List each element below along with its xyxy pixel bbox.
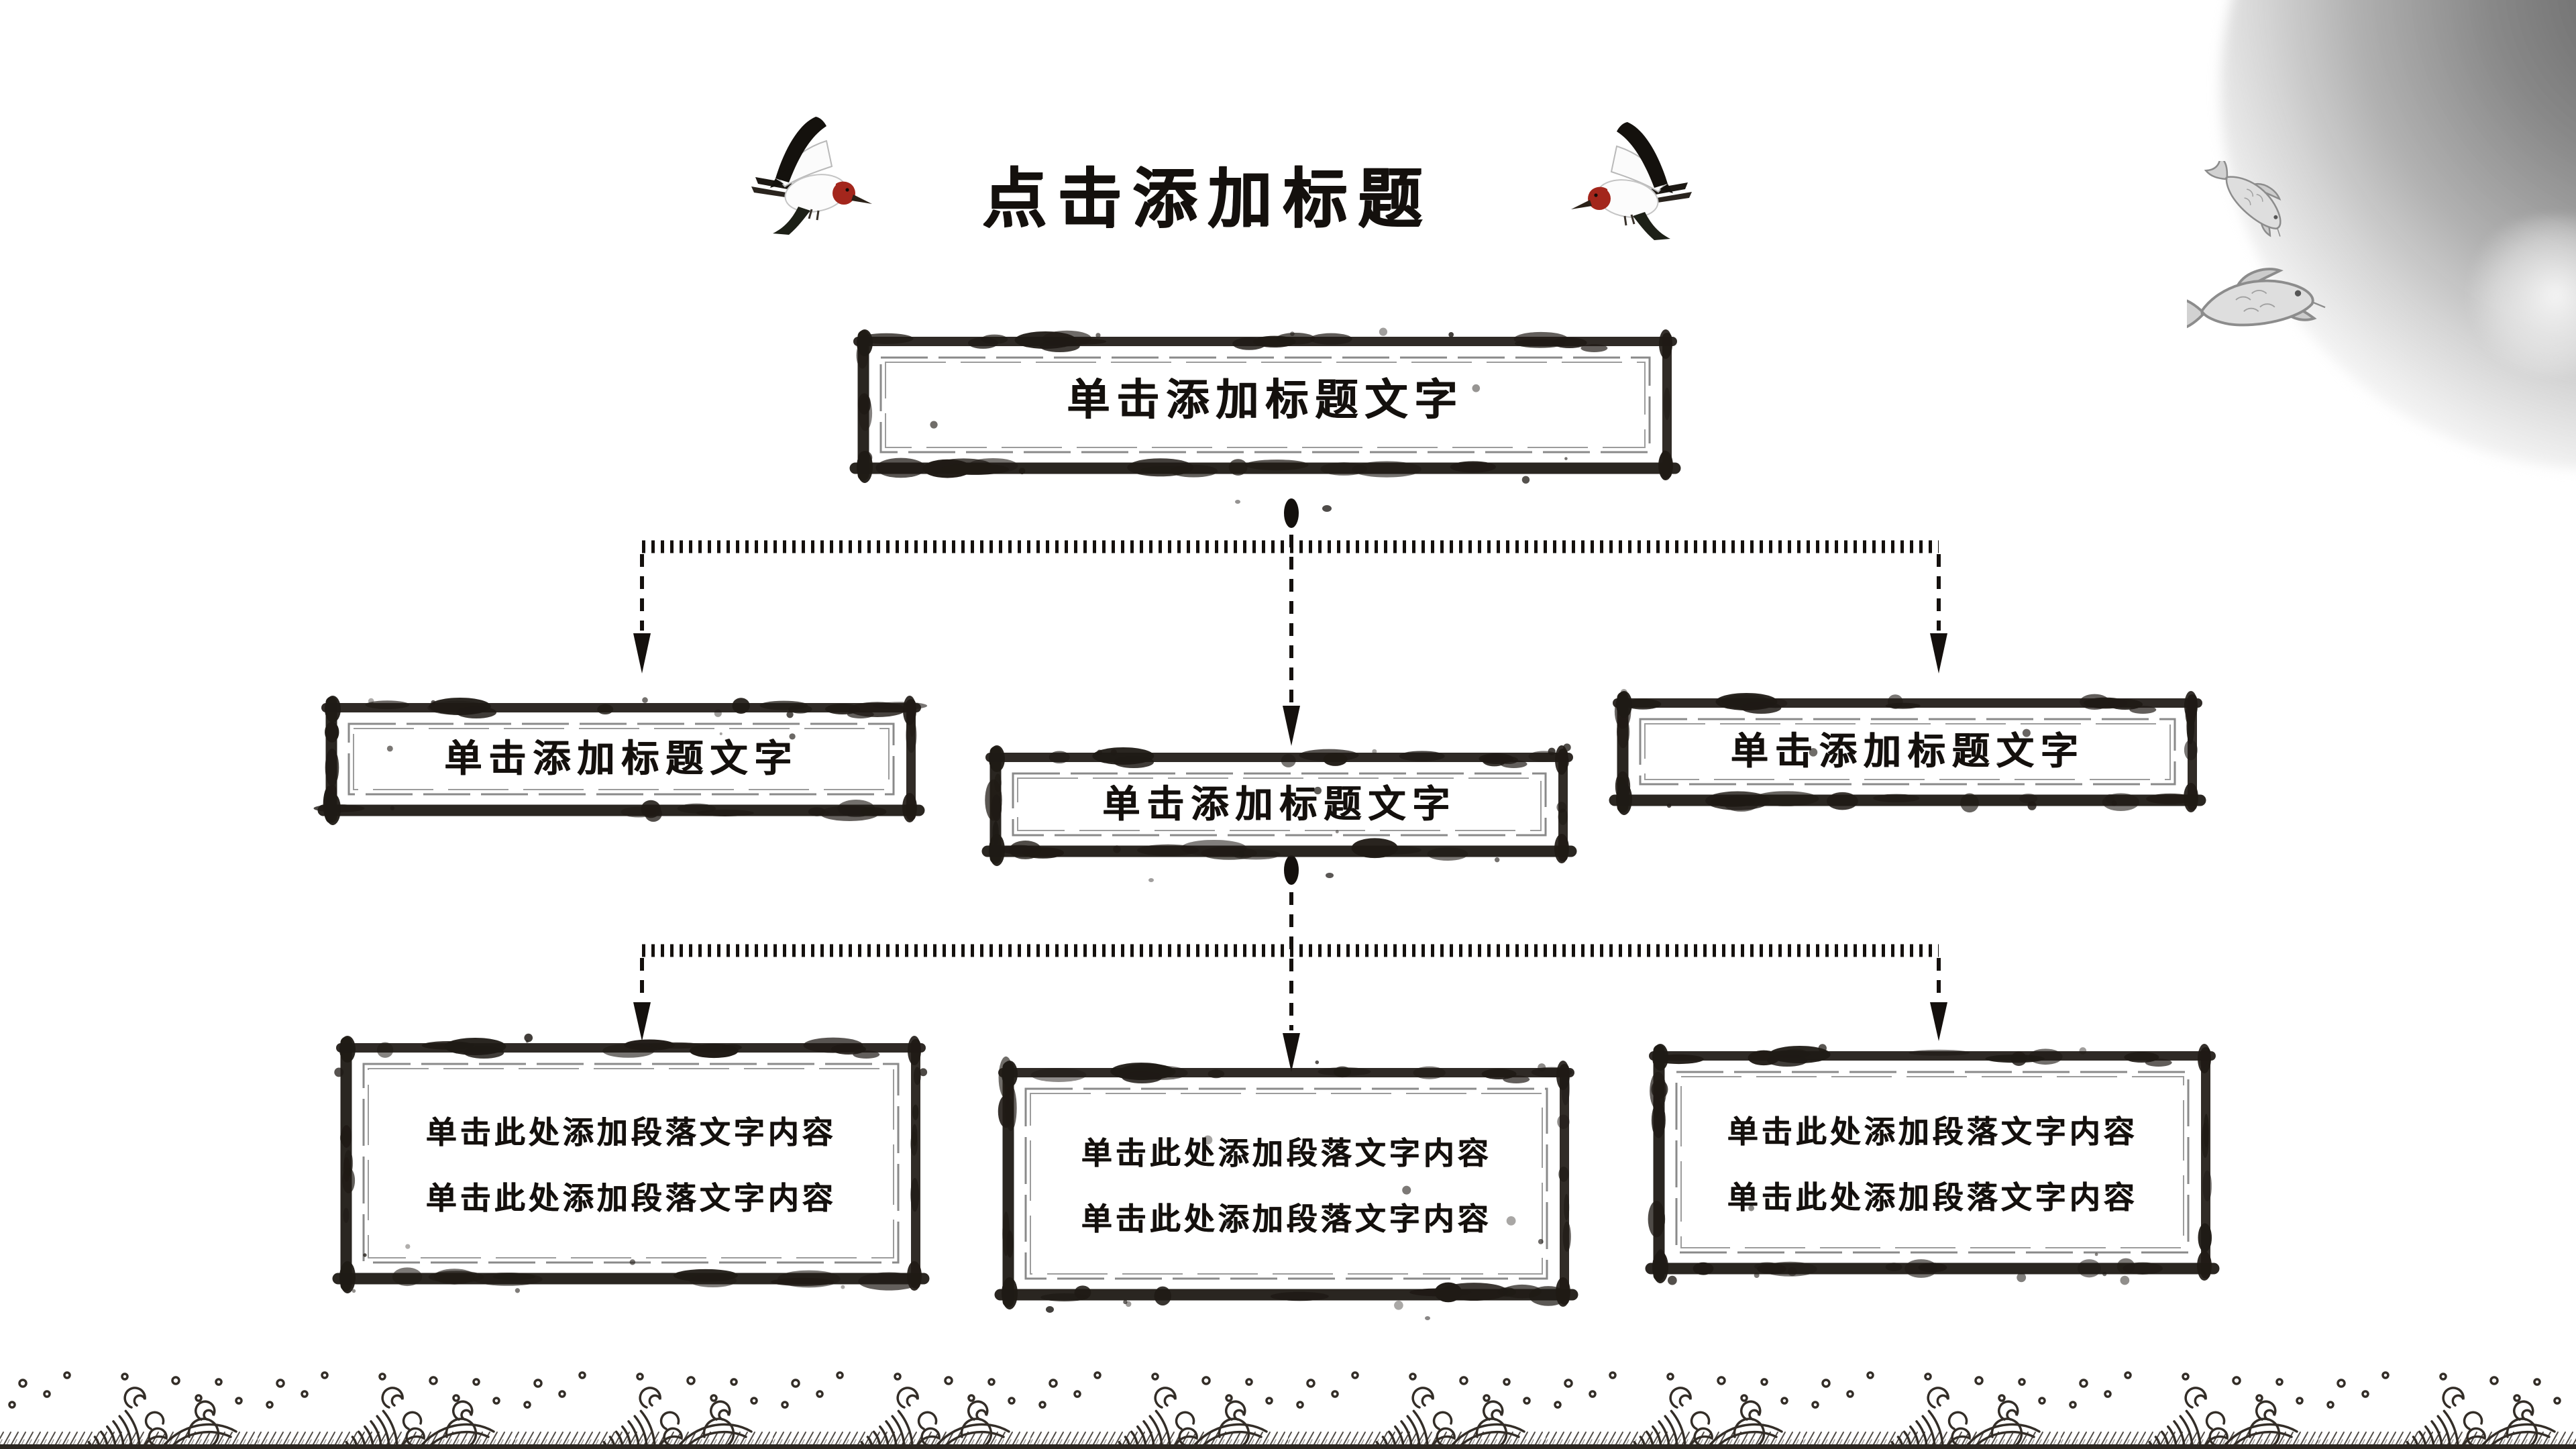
ink-frame: [1609, 688, 2206, 815]
node-detail-center[interactable]: 单击此处添加段落文字内容 单击此处添加段落文字内容: [994, 1056, 1578, 1310]
paragraph-line: 单击此处添加段落文字内容: [425, 1115, 837, 1150]
paragraph-line: 单击此处添加段落文字内容: [1727, 1179, 2138, 1215]
flying-bird-right-icon: [1571, 122, 1692, 240]
ink-frame: [1645, 1044, 2220, 1285]
paragraph-line: 单击此处添加段落文字内容: [1081, 1135, 1492, 1171]
page-title[interactable]: 点击添加标题: [982, 163, 1433, 235]
node-branch-center[interactable]: 单击添加标题文字: [981, 743, 1577, 866]
paragraph-line: 单击此处添加段落文字内容: [1727, 1114, 2138, 1149]
paragraph-line: 单击此处添加段落文字内容: [1081, 1201, 1492, 1236]
ink-frame: [994, 1056, 1578, 1310]
node-branch-right[interactable]: 单击添加标题文字: [1609, 688, 2206, 815]
ink-frame: [313, 696, 928, 825]
ink-frame: [981, 743, 1577, 866]
node-root[interactable]: 单击添加标题文字: [849, 327, 1681, 484]
node-branch-right-label: 单击添加标题文字: [1730, 730, 2085, 772]
wave-border: [0, 1367, 2576, 1449]
node-branch-left[interactable]: 单击添加标题文字: [313, 696, 928, 825]
ink-frame: [849, 327, 1681, 484]
node-detail-left[interactable]: 单击此处添加段落文字内容 单击此处添加段落文字内容: [332, 1033, 930, 1293]
ink-frame: [332, 1033, 930, 1293]
node-branch-left-label: 单击添加标题文字: [444, 737, 798, 780]
node-root-label: 单击添加标题文字: [1067, 375, 1464, 424]
paragraph-line: 单击此处添加段落文字内容: [425, 1181, 837, 1216]
flying-bird-left-icon: [751, 117, 872, 235]
node-detail-right[interactable]: 单击此处添加段落文字内容 单击此处添加段落文字内容: [1645, 1044, 2220, 1285]
koi-fish-icon: [2187, 161, 2326, 331]
node-branch-center-label: 单击添加标题文字: [1102, 782, 1456, 825]
